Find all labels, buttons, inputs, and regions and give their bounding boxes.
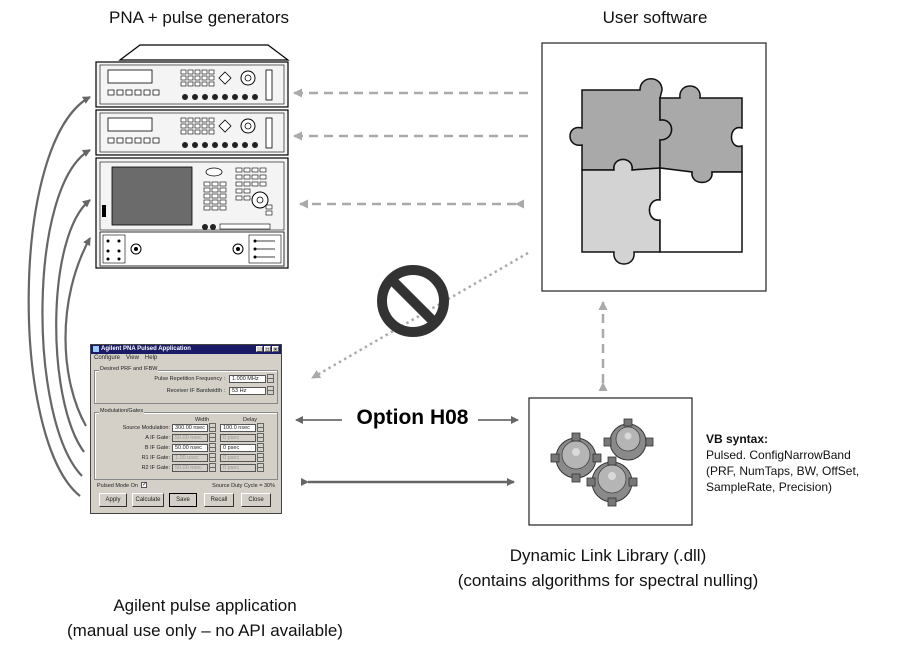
user-software-title: User software: [602, 8, 708, 27]
close-icon[interactable]: ×: [272, 346, 279, 353]
delay-field[interactable]: 0 psec: [220, 434, 256, 442]
no-symbol-icon: [377, 265, 449, 337]
modulation-gates-label: Modulation/Gates: [99, 408, 145, 414]
option-label: Option H08: [356, 406, 469, 429]
pulsed-mode-label: Pulsed Mode On: [97, 483, 138, 489]
prf-label: Pulse Repetition Frequency :: [154, 376, 225, 382]
ifbw-label: Receiver IF Bandwidth :: [166, 388, 225, 394]
prf-spinner[interactable]: [267, 374, 274, 383]
window-title: Agilent PNA Pulsed Application: [101, 346, 191, 352]
window-titlebar: Agilent PNA Pulsed Application _ □ ×: [91, 345, 281, 354]
prf-ifbw-group-label: Desired PRF and IFBW: [99, 366, 159, 372]
row-label: Source Modulation:: [122, 425, 170, 431]
vb-syntax-line: SampleRate, Precision): [706, 480, 833, 494]
puzzle-piece-top-right: [659, 85, 743, 184]
menu-configure[interactable]: Configure: [94, 355, 121, 361]
prf-ifbw-group: Desired PRF and IFBW Pulse Repetition Fr…: [94, 366, 278, 404]
delay-field[interactable]: 0 psec: [220, 444, 256, 452]
ifbw-field[interactable]: 53 Hz: [229, 387, 266, 395]
vb-syntax: VB syntax: Pulsed. ConfigNarrowBand (PRF…: [706, 431, 859, 495]
width-spinner[interactable]: [209, 443, 216, 452]
width-spinner[interactable]: [209, 433, 216, 442]
menu-view[interactable]: View: [126, 355, 139, 361]
pna-title: PNA + pulse generators: [108, 8, 290, 27]
width-field[interactable]: 300.00 nsec: [172, 424, 208, 432]
pulse-generator-2: [95, 109, 289, 156]
apply-button[interactable]: Apply: [99, 493, 127, 507]
row-label: B IF Gate:: [144, 445, 170, 451]
save-button[interactable]: Save: [169, 493, 197, 507]
delay-field[interactable]: 100.0 nsec: [220, 424, 256, 432]
pulsed-app-window: Agilent PNA Pulsed Application _ □ × Con…: [90, 344, 282, 514]
gears-icon: [550, 418, 654, 507]
calculate-button[interactable]: Calculate: [132, 493, 164, 507]
vb-syntax-line: (PRF, NumTaps, BW, OffSet,: [706, 464, 860, 478]
control-arrows: [293, 88, 608, 391]
dll-caption-line1: Dynamic Link Library (.dll): [509, 546, 707, 565]
modulation-gates-group: Modulation/Gates Width Delay Source Modu…: [94, 408, 278, 480]
app-icon: [93, 346, 99, 352]
width-spinner[interactable]: [209, 463, 216, 472]
recall-button[interactable]: Recall: [204, 493, 234, 507]
delay-spinner[interactable]: [257, 453, 264, 462]
prf-field[interactable]: 1.000 MHz: [229, 375, 266, 383]
row-label: R2 IF Gate:: [141, 465, 170, 471]
dll-box: [528, 397, 693, 526]
width-field[interactable]: 50.00 nsec: [172, 464, 208, 472]
delay-column-header: Delay: [243, 417, 258, 423]
pulsed-mode-checkbox[interactable]: ✓: [141, 482, 148, 488]
delay-spinner[interactable]: [257, 443, 264, 452]
vb-syntax-line: Pulsed. ConfigNarrowBand: [706, 448, 851, 462]
menu-help[interactable]: Help: [144, 355, 158, 361]
width-column-header: Width: [195, 417, 210, 423]
maximize-icon[interactable]: □: [264, 346, 271, 353]
puzzle-piece-bottom-right: [648, 167, 743, 253]
dll-caption-line2: (contains algorithms for spectral nullin…: [457, 571, 759, 590]
pna-analyzer: [95, 157, 289, 269]
row-label: A IF Gate:: [145, 435, 170, 441]
delay-field[interactable]: 0 psec: [220, 464, 256, 472]
puzzle-piece-bottom-left: [581, 158, 661, 265]
vb-syntax-heading: VB syntax:: [706, 432, 769, 446]
minimize-icon[interactable]: _: [256, 346, 263, 353]
width-field[interactable]: 50.00 nsec: [172, 434, 208, 442]
close-button[interactable]: Close: [241, 493, 271, 507]
width-spinner[interactable]: [209, 453, 216, 462]
row-label: R1 IF Gate:: [141, 455, 170, 461]
user-software-box: [541, 42, 767, 292]
puzzle-piece-top-left: [569, 78, 673, 171]
pulse-generator-1: [95, 61, 289, 108]
delay-spinner[interactable]: [257, 433, 264, 442]
menu-bar: Configure View Help: [91, 354, 281, 363]
app-caption-line2: (manual use only – no API available): [67, 621, 343, 640]
delay-field[interactable]: 0 psec: [220, 454, 256, 462]
width-field[interactable]: 50.00 nsec: [172, 444, 208, 452]
duty-cycle-text: Source Duty Cycle = 30%: [212, 483, 275, 489]
ifbw-spinner[interactable]: [267, 386, 274, 395]
app-caption-line1: Agilent pulse application: [113, 596, 297, 615]
delay-spinner[interactable]: [257, 423, 264, 432]
width-spinner[interactable]: [209, 423, 216, 432]
delay-spinner[interactable]: [257, 463, 264, 472]
instrument-stack: [95, 44, 290, 269]
width-field[interactable]: 1.00 usec: [172, 454, 208, 462]
instrument-control-arcs: [27, 96, 91, 497]
